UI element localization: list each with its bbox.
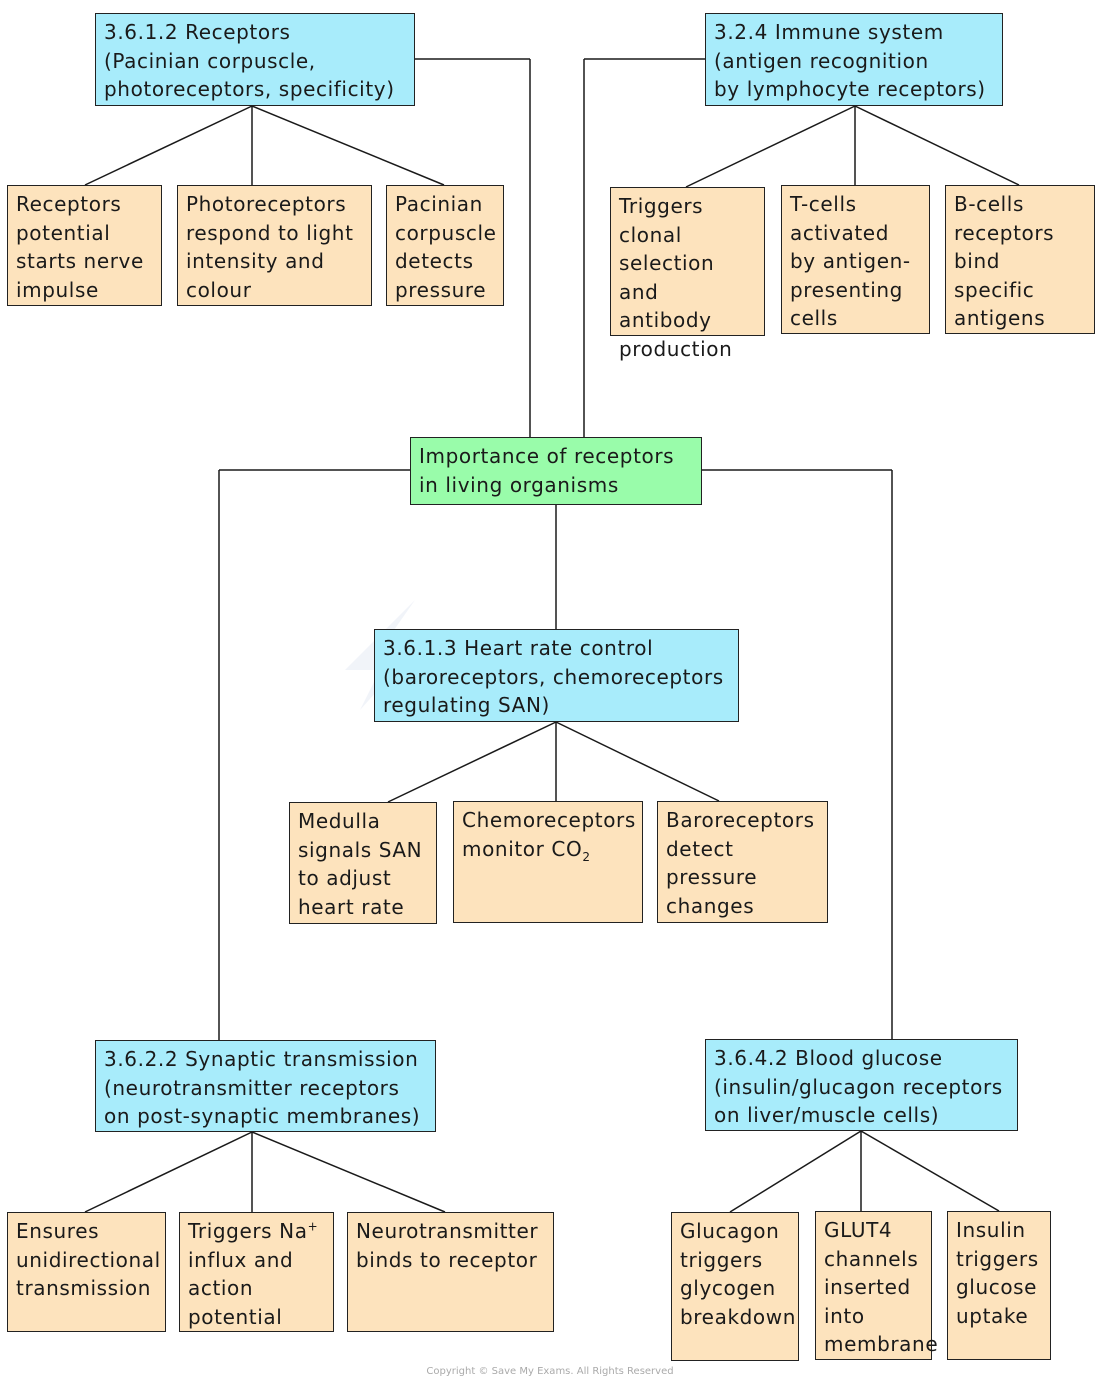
connector-line xyxy=(84,105,253,186)
leaf-baroreceptors: Baroreceptors detect pressure changes xyxy=(657,801,828,923)
leaf-sodium-influx: Triggers Na+ influx and action potential xyxy=(179,1212,334,1332)
leaf-glut4: GLUT4 channels inserted into membrane xyxy=(815,1211,938,1360)
leaf-chemoreceptors: Chemoreceptors monitor CO2 xyxy=(453,801,643,923)
copyright-notice: Copyright © Save My Exams. All Rights Re… xyxy=(426,1366,674,1377)
leaf-b-cells: B-cells receptors bind specific antigens xyxy=(945,185,1095,334)
connector-line xyxy=(685,105,856,188)
connector-line xyxy=(729,1130,862,1213)
connector-line xyxy=(860,1130,1000,1212)
topic-immune-system: 3.2.4 Immune system (antigen recognition… xyxy=(705,13,1003,106)
connector-line xyxy=(84,1131,253,1213)
central-topic: Importance of receptors in living organi… xyxy=(410,437,702,505)
leaf-t-cells: T-cells activated by antigen- presenting… xyxy=(781,185,930,334)
chemoreceptors-text: Chemoreceptors monitor CO xyxy=(462,808,636,861)
topic-synaptic-transmission: 3.6.2.2 Synaptic transmission (neurotran… xyxy=(95,1040,436,1132)
connector-line xyxy=(387,721,557,803)
leaf-clonal-selection: Triggers clonal selection and antibody p… xyxy=(610,187,765,361)
topic-heart-rate-control: 3.6.1.3 Heart rate control (baroreceptor… xyxy=(374,629,739,722)
connector-line xyxy=(555,721,720,802)
sodium-superscript: + xyxy=(307,1219,319,1234)
leaf-neurotransmitter-binds: Neurotransmitter binds to receptor xyxy=(347,1212,554,1332)
leaf-medulla-san: Medulla signals SAN to adjust heart rate xyxy=(289,802,437,924)
connector-line xyxy=(854,105,1020,186)
topic-receptors: 3.6.1.2 Receptors (Pacinian corpuscle, p… xyxy=(95,13,415,106)
connector-line xyxy=(251,1131,446,1213)
leaf-pacinian-corpuscle: Pacinian corpuscle detects pressure xyxy=(386,185,504,306)
leaf-glucagon: Glucagon triggers glycogen breakdown xyxy=(671,1212,799,1361)
connector-line xyxy=(251,105,445,186)
co2-subscript: 2 xyxy=(582,849,591,864)
leaf-insulin: Insulin triggers glucose uptake xyxy=(947,1211,1051,1360)
leaf-receptors-potential: Receptors potential starts nerve impulse xyxy=(7,185,162,306)
leaf-photoreceptors: Photoreceptors respond to light intensit… xyxy=(177,185,372,306)
sodium-text: Triggers Na xyxy=(188,1219,308,1243)
topic-blood-glucose: 3.6.4.2 Blood glucose (insulin/glucagon … xyxy=(705,1039,1018,1131)
sodium-text-rest: influx and action potential xyxy=(188,1247,294,1329)
leaf-unidirectional: Ensures unidirectional transmission xyxy=(7,1212,166,1332)
